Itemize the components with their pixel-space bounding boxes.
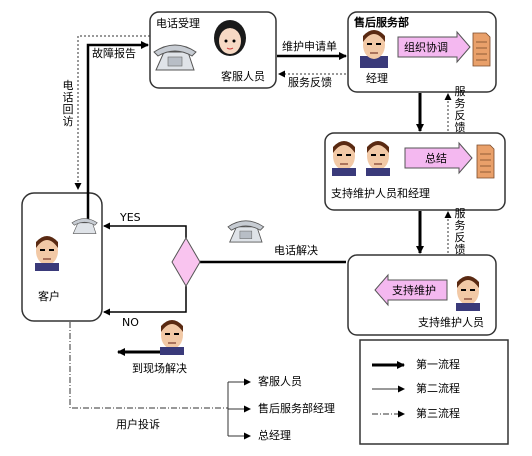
support-staff-icon — [456, 276, 480, 311]
female-staff-icon — [214, 20, 246, 56]
box-title-phone-accept: 电话受理 — [156, 17, 200, 30]
edge-label-service-feedback-3: 服务反馈 — [454, 207, 466, 256]
action-label-summary: 总结 — [425, 152, 447, 165]
manager-icon — [366, 141, 390, 176]
legend-label-third: 第三流程 — [416, 407, 460, 420]
manager-icon — [360, 30, 388, 68]
edge-fault-report — [86, 41, 149, 228]
legend-box — [359, 339, 509, 445]
edge-label-onsite-resolve: 到现场解决 — [132, 362, 187, 375]
edge-label-service-feedback-2: 服务反馈 — [454, 85, 466, 134]
edge-yes — [103, 222, 187, 238]
box-person-phone-accept: 客服人员 — [221, 70, 265, 83]
action-label-organize: 组织协调 — [404, 41, 448, 54]
customer-icon — [35, 236, 59, 271]
box-label-customer: 客户 — [38, 290, 60, 303]
box-title-aftersales: 售后服务部 — [354, 16, 409, 29]
complaint-target-service-staff: 客服人员 — [258, 375, 302, 388]
decision-diamond — [171, 237, 201, 287]
edge-phone-callback — [74, 35, 150, 190]
legend-label-first: 第一流程 — [416, 358, 460, 371]
edge-label-service-feedback-1: 服务反馈 — [288, 76, 332, 89]
edge-label-phone-callback: 电话回访 — [62, 79, 74, 128]
complaint-target-aftersales-manager: 售后服务部经理 — [258, 402, 335, 415]
action-label-support: 支持维护 — [392, 284, 436, 297]
legend-label-second: 第二流程 — [416, 382, 460, 395]
support-staff-icon — [332, 141, 356, 176]
complaint-target-general-manager: 总经理 — [258, 429, 291, 442]
box-person-support: 支持维护人员和经理 — [331, 187, 430, 200]
edge-label-fault-report: 故障报告 — [92, 47, 136, 60]
edge-label-maintenance-request: 维护申请单 — [282, 40, 337, 53]
edge-user-complaint — [69, 322, 228, 409]
box-customer — [21, 192, 103, 322]
edge-label-phone-resolve: 电话解决 — [274, 244, 318, 257]
badge-summary — [404, 141, 473, 175]
edge-no — [103, 286, 187, 316]
telephone-icon — [153, 44, 197, 71]
edge-label-yes: YES — [120, 211, 141, 224]
box-person-aftersales: 经理 — [366, 72, 388, 85]
onsite-staff-icon — [160, 320, 184, 355]
document-icon — [476, 144, 495, 179]
telephone-icon — [71, 218, 98, 234]
telephone-icon — [227, 220, 265, 243]
edge-label-no: NO — [122, 316, 139, 329]
box-person-onsite-support: 支持维护人员 — [418, 316, 484, 329]
edge-label-user-complaint: 用户投诉 — [116, 418, 160, 431]
badge-organize — [397, 30, 471, 64]
document-icon — [472, 32, 491, 67]
badge-support — [374, 273, 448, 307]
